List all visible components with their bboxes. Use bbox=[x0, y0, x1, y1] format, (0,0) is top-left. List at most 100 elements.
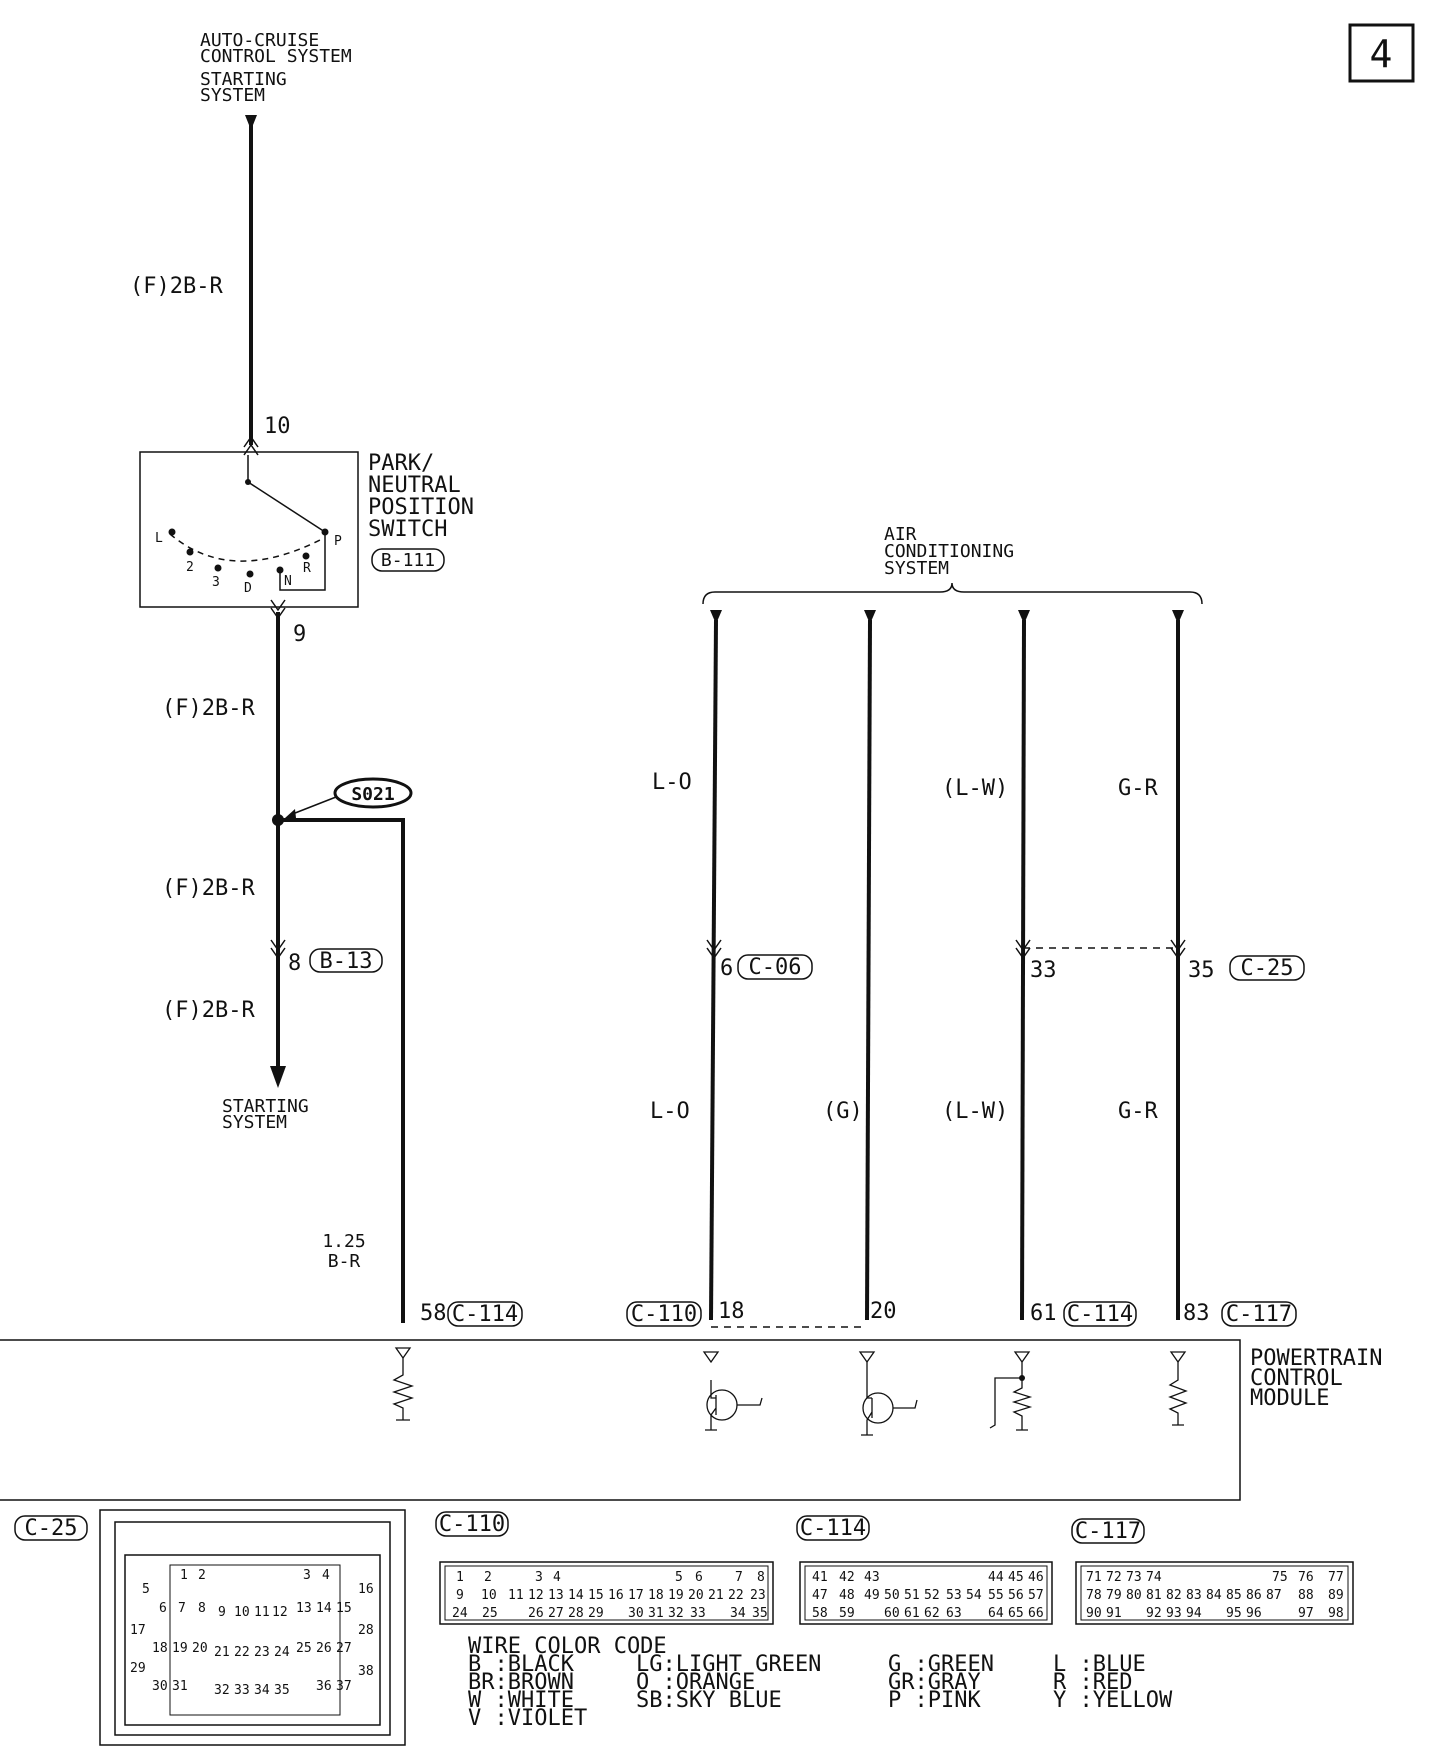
svg-text:14: 14 bbox=[316, 1601, 332, 1616]
svg-text:81: 81 bbox=[1146, 1588, 1162, 1603]
svg-text:28: 28 bbox=[358, 1623, 374, 1638]
svg-text:8: 8 bbox=[757, 1570, 765, 1585]
svg-text:35: 35 bbox=[274, 1683, 290, 1698]
svg-text:16: 16 bbox=[608, 1588, 624, 1603]
svg-text:82: 82 bbox=[1166, 1588, 1182, 1603]
svg-text:3: 3 bbox=[535, 1570, 543, 1585]
connector-chevron-icon bbox=[270, 939, 286, 960]
svg-text:6: 6 bbox=[695, 1570, 703, 1585]
svg-text:18: 18 bbox=[648, 1588, 664, 1603]
svg-text:71: 71 bbox=[1086, 1570, 1102, 1585]
svg-text:63: 63 bbox=[946, 1606, 962, 1621]
svg-text:C-117: C-117 bbox=[1075, 1519, 1141, 1544]
svg-text:42: 42 bbox=[839, 1570, 855, 1585]
pin-61: 61 bbox=[1030, 1301, 1057, 1326]
svg-text:47: 47 bbox=[812, 1588, 828, 1603]
pin-58: 58 bbox=[420, 1301, 447, 1326]
svg-text:55: 55 bbox=[988, 1588, 1004, 1603]
svg-text:33: 33 bbox=[690, 1606, 706, 1621]
svg-text:13: 13 bbox=[548, 1588, 564, 1603]
svg-text:74: 74 bbox=[1146, 1570, 1162, 1585]
svg-text:P: P bbox=[334, 534, 342, 549]
svg-text:Y :YELLOW: Y :YELLOW bbox=[1053, 1688, 1173, 1713]
svg-text:1: 1 bbox=[180, 1568, 188, 1583]
svg-text:65: 65 bbox=[1008, 1606, 1024, 1621]
svg-text:34: 34 bbox=[730, 1606, 746, 1621]
switch-pin-top: 10 bbox=[264, 414, 291, 439]
pin-6: 6 bbox=[720, 956, 733, 981]
svg-text:L :BLUE: L :BLUE bbox=[1053, 1652, 1146, 1677]
svg-text:2: 2 bbox=[198, 1568, 206, 1583]
svg-text:22: 22 bbox=[234, 1645, 250, 1660]
svg-text:51: 51 bbox=[904, 1588, 920, 1603]
arrow-down-icon bbox=[270, 1066, 286, 1088]
wire-label-ac3-lower: (L-W) bbox=[942, 1099, 1008, 1124]
switch-connector: B-111 bbox=[381, 550, 435, 571]
svg-text:15: 15 bbox=[588, 1588, 604, 1603]
svg-text:60: 60 bbox=[884, 1606, 900, 1621]
svg-text:C-110: C-110 bbox=[439, 1512, 505, 1537]
svg-text:48: 48 bbox=[839, 1588, 855, 1603]
svg-text:92: 92 bbox=[1146, 1606, 1162, 1621]
svg-text:88: 88 bbox=[1298, 1588, 1314, 1603]
switch-title: PARK/ NEUTRAL POSITION SWITCH B-111 bbox=[368, 451, 474, 572]
svg-text:58: 58 bbox=[812, 1606, 828, 1621]
svg-text:37: 37 bbox=[336, 1679, 352, 1694]
svg-text:79: 79 bbox=[1106, 1588, 1122, 1603]
starting-system-label: STARTING SYSTEM bbox=[222, 1096, 309, 1133]
wire-ac-3 bbox=[1020, 619, 1026, 1321]
svg-text:29: 29 bbox=[130, 1661, 146, 1676]
svg-text:77: 77 bbox=[1328, 1570, 1344, 1585]
connector-chevron-icon bbox=[706, 939, 722, 960]
svg-text:1: 1 bbox=[456, 1570, 464, 1585]
svg-text:16: 16 bbox=[358, 1582, 374, 1597]
svg-text:18: 18 bbox=[152, 1641, 168, 1656]
svg-text:V :VIOLET: V :VIOLET bbox=[468, 1706, 587, 1731]
wire-ac-2 bbox=[865, 619, 872, 1321]
transistor-icon bbox=[702, 1351, 763, 1431]
svg-text:62: 62 bbox=[924, 1606, 940, 1621]
svg-text:44: 44 bbox=[988, 1570, 1004, 1585]
wire-label-ac1-lower: L-O bbox=[650, 1099, 690, 1124]
svg-text:21: 21 bbox=[708, 1588, 724, 1603]
svg-text:89: 89 bbox=[1328, 1588, 1344, 1603]
top-source-label: AUTO-CRUISE CONTROL SYSTEM STARTING SYST… bbox=[200, 30, 352, 106]
svg-text:31: 31 bbox=[172, 1679, 188, 1694]
svg-text:56: 56 bbox=[1008, 1588, 1024, 1603]
svg-text:20: 20 bbox=[688, 1588, 704, 1603]
legend-title: WIRE COLOR CODE bbox=[468, 1634, 667, 1659]
branch-color: B-R bbox=[328, 1251, 361, 1272]
svg-text:45: 45 bbox=[1008, 1570, 1024, 1585]
svg-text:6: 6 bbox=[159, 1601, 167, 1616]
connector-b13: B-13 bbox=[320, 949, 373, 974]
svg-text:27: 27 bbox=[336, 1641, 352, 1656]
svg-text:10: 10 bbox=[234, 1605, 250, 1620]
wire-label-ac4-upper: G-R bbox=[1118, 776, 1158, 801]
wire-label-left-3: (F)2B-R bbox=[162, 998, 255, 1023]
svg-text:29: 29 bbox=[588, 1606, 604, 1621]
svg-text:9: 9 bbox=[218, 1605, 226, 1620]
svg-text:D: D bbox=[244, 581, 252, 596]
svg-text:24: 24 bbox=[274, 1645, 290, 1660]
svg-text:GR:GRAY: GR:GRAY bbox=[888, 1670, 981, 1695]
svg-text:3: 3 bbox=[212, 575, 220, 590]
svg-text:C-25: C-25 bbox=[25, 1516, 78, 1541]
svg-text:26: 26 bbox=[528, 1606, 544, 1621]
pin-18: 18 bbox=[718, 1299, 745, 1324]
svg-text:59: 59 bbox=[839, 1606, 855, 1621]
svg-text:24: 24 bbox=[452, 1606, 468, 1621]
connector-c110-18: C-110 bbox=[631, 1302, 697, 1327]
svg-text:73: 73 bbox=[1126, 1570, 1142, 1585]
wire-label-ac4-lower: G-R bbox=[1118, 1099, 1158, 1124]
resistor-pullup-icon bbox=[989, 1351, 1033, 1431]
svg-text:2: 2 bbox=[484, 1570, 492, 1585]
svg-text:64: 64 bbox=[988, 1606, 1004, 1621]
svg-text:52: 52 bbox=[924, 1588, 940, 1603]
svg-text:7: 7 bbox=[735, 1570, 743, 1585]
svg-text:AIR: AIR bbox=[884, 524, 917, 545]
wire-ac-1 bbox=[709, 619, 718, 1321]
svg-text:43: 43 bbox=[864, 1570, 880, 1585]
svg-text:23: 23 bbox=[254, 1645, 270, 1660]
svg-text:LG:LIGHT GREEN: LG:LIGHT GREEN bbox=[636, 1652, 821, 1677]
